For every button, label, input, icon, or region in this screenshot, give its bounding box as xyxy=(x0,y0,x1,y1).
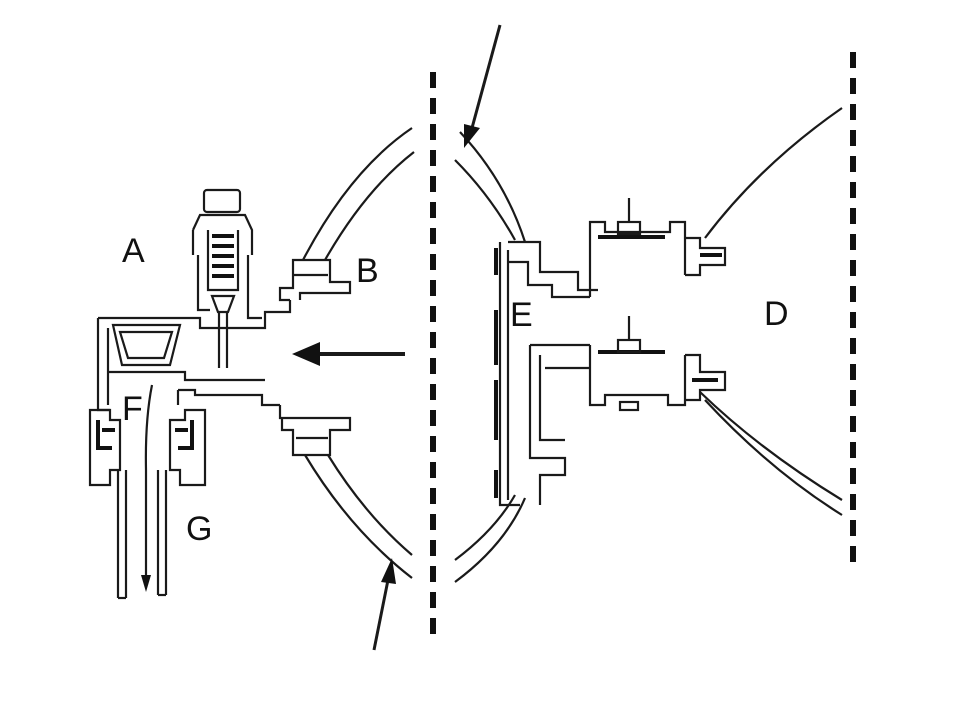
top-pointer-arrow-shaft xyxy=(470,24,502,129)
valve-body-left xyxy=(196,255,210,312)
bottom-pointer-arrow-shaft xyxy=(372,579,390,651)
left-bell-lower-outer xyxy=(304,454,413,579)
right-chamber-lower-wall-2 xyxy=(704,399,843,516)
label-g: G xyxy=(186,510,212,548)
drain-flow-arrowhead xyxy=(141,575,151,592)
label-a: A xyxy=(122,232,145,270)
right-fitting-outer xyxy=(168,408,207,487)
right-bell-walls xyxy=(454,131,527,583)
label-b: B xyxy=(356,252,379,290)
disc-assembly xyxy=(494,240,598,507)
upper-left-flange xyxy=(278,258,352,302)
reservoir-cup xyxy=(111,323,182,367)
valve-bonnet xyxy=(192,213,254,255)
lower-right-fitting xyxy=(685,353,727,402)
lower-block xyxy=(588,316,727,412)
right-bell-lower-inner xyxy=(454,497,527,583)
label-e: E xyxy=(510,296,533,334)
valve-stem xyxy=(217,312,229,368)
lower-left-flange xyxy=(278,405,352,457)
lower-block-slot xyxy=(618,400,640,412)
left-housing-top-step xyxy=(230,300,292,330)
labels: A B D E F G xyxy=(122,232,789,548)
right-chamber-lower-wall-1 xyxy=(699,391,843,501)
flow-arrow-head xyxy=(292,342,320,366)
left-fitting-outer xyxy=(88,408,122,487)
left-bell-upper-outer xyxy=(302,127,413,261)
upper-flange-outline xyxy=(278,258,352,302)
lower-block-outline xyxy=(588,345,687,407)
left-bell-lower-inner xyxy=(327,454,413,556)
right-chamber-walls xyxy=(699,107,843,516)
reservoir-cup-inner xyxy=(118,330,174,360)
left-chamber-body xyxy=(88,300,292,600)
bottom-pointer-arrow-head xyxy=(381,558,396,584)
left-bell-walls xyxy=(302,127,415,579)
disc-frame-left xyxy=(498,242,520,507)
upper-connector xyxy=(508,240,598,292)
label-f: F xyxy=(122,390,143,428)
top-pointer-arrow-head xyxy=(464,124,480,148)
upper-right-fitting xyxy=(685,236,727,277)
lower-flange-outline xyxy=(278,405,352,457)
right-chamber-upper-wall xyxy=(704,107,843,239)
dashed-cut-lines xyxy=(430,52,856,640)
upper-block-outline xyxy=(588,220,687,297)
lower-connector-inner xyxy=(538,355,565,442)
right-fitting-seal xyxy=(178,420,194,450)
right-bell-lower-outer xyxy=(454,494,516,561)
left-housing-top xyxy=(98,316,230,330)
left-housing-bottom xyxy=(178,388,280,407)
label-d: D xyxy=(764,295,789,333)
valve-seat xyxy=(210,294,236,314)
valve-spring-coils xyxy=(212,234,234,278)
upper-connector-inner xyxy=(508,260,590,299)
lower-connector xyxy=(528,345,567,505)
valve-spring-housing xyxy=(206,230,240,292)
drain-flow-line xyxy=(144,384,154,585)
valve-body-right xyxy=(246,255,262,320)
valve-knob xyxy=(202,188,242,214)
right-bell-upper-inner xyxy=(459,131,527,243)
right-bell-upper-outer xyxy=(454,159,516,241)
valve-assembly xyxy=(191,188,262,368)
arrows xyxy=(292,24,502,651)
upper-block xyxy=(588,198,727,297)
left-housing-lower-line xyxy=(108,370,265,382)
left-bell-upper-inner xyxy=(324,151,415,261)
left-fitting-seal xyxy=(96,420,112,450)
